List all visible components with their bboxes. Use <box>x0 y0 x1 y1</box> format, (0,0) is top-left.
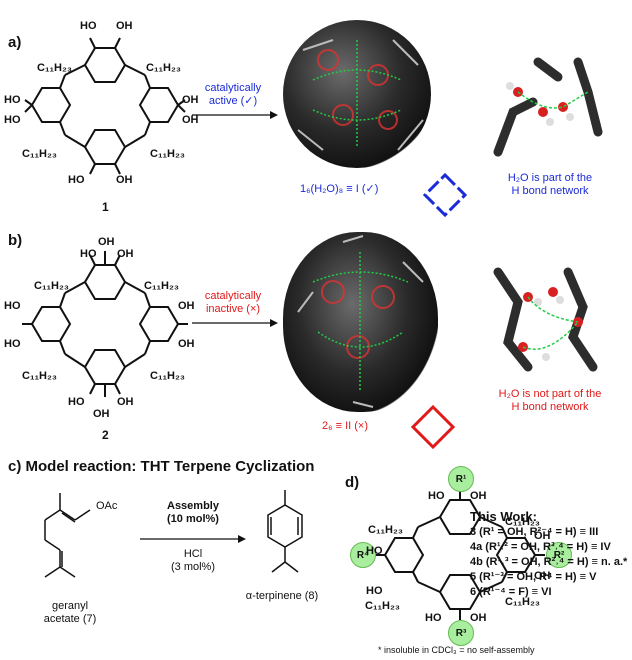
caption-a-line1: H₂O is part of the <box>507 172 593 184</box>
label-oh: HO <box>80 248 97 260</box>
arrow-label-inactive-line1: catalytically <box>204 290 262 302</box>
label-oh: HO <box>366 545 383 557</box>
caption-a-line2: H bond network <box>511 185 589 197</box>
arrow-label-active: catalytically active (✓) <box>190 82 276 108</box>
label-oh: HO <box>4 114 21 126</box>
label-c11: C₁₁H₂₃ <box>505 596 540 608</box>
label-oh: HO <box>68 174 85 186</box>
label-oh: HO <box>68 396 85 408</box>
label-c11: C₁₁H₂₃ <box>22 370 57 382</box>
label-oh: OH <box>182 94 199 106</box>
r4-substituent: R⁴ <box>350 542 376 568</box>
label-c11: C₁₁H₂₃ <box>505 516 540 528</box>
oac-label: OAc <box>96 500 118 512</box>
substrate-label-line1: geranyl <box>51 600 89 612</box>
label-c11: C₁₁H₂₃ <box>150 148 185 160</box>
label-oh: OH <box>470 490 487 502</box>
product-label: α-terpinene (8) <box>245 590 319 602</box>
reaction-arrow-c <box>140 535 246 543</box>
label-oh: OH <box>470 612 487 624</box>
reaction-arrow-a <box>192 111 278 119</box>
panel-c-header: c) Model reaction: THT Terpene Cyclizati… <box>8 458 314 475</box>
label-oh: HO <box>4 300 21 312</box>
caption-b: H₂O is not part of the H bond network <box>475 388 625 414</box>
resorcinarene-structure-a <box>24 37 186 175</box>
alpha-terpinene-structure <box>267 490 303 573</box>
zoom-h-bond-network-a <box>488 52 606 167</box>
capsule-model-i <box>283 20 431 168</box>
label-oh: OH <box>98 236 115 248</box>
label-oh: OH <box>534 530 551 542</box>
diamond-symbol-red <box>410 404 456 450</box>
reagent-label: Assembly (10 mol%) <box>138 500 248 526</box>
panel-c-label: c) <box>8 458 22 475</box>
work-entry-6: 6 (R¹⁻⁴ = F) ≡ VI <box>470 586 552 598</box>
caption-b-line1: H₂O is not part of the <box>498 388 602 400</box>
arrow-label-inactive-line2: inactive (×) <box>205 303 261 315</box>
square-symbol-blue <box>422 172 468 218</box>
reagent-label-line1: Assembly <box>167 500 219 512</box>
r1-substituent: R¹ <box>448 466 474 492</box>
arrow-label-inactive: catalytically inactive (×) <box>190 290 276 316</box>
conditions-label-line2: (3 mol%) <box>170 561 215 573</box>
assembly-label-ii: 2₆ ≡ II (×) <box>322 420 369 432</box>
zoom-h-bond-network-b <box>488 262 606 377</box>
conditions-label: HCl (3 mol%) <box>138 548 248 574</box>
label-oh: HO <box>425 612 442 624</box>
label-c11: C₁₁H₂₃ <box>365 600 400 612</box>
conditions-label-line1: HCl <box>183 548 203 560</box>
work-entry-5: 5 (R¹⁻³ = OH, R⁴ = H) ≡ V <box>470 571 597 583</box>
caption-a: H₂O is part of the H bond network <box>480 172 620 198</box>
label-c11: C₁₁H₂₃ <box>368 524 403 536</box>
r3-substituent: R³ <box>448 620 474 646</box>
label-oh: HO <box>366 585 383 597</box>
arrow-label-active-line1: catalytically <box>204 82 262 94</box>
label-oh: OH <box>93 408 110 420</box>
caption-b-line2: H bond network <box>511 401 589 413</box>
work-entry-4b: 4b (R¹˒³ = OH, R²˒⁴ = H) ≡ n. a.* <box>470 556 628 568</box>
substrate-label: geranyl acetate (7) <box>20 600 120 626</box>
compound-number-1: 1 <box>102 200 109 214</box>
r2-substituent: R² <box>546 542 572 568</box>
label-oh: OH <box>178 338 195 350</box>
label-oh: HO <box>80 20 97 32</box>
arrow-label-active-line2: active (✓) <box>208 95 258 107</box>
this-work-title: This Work: <box>470 509 537 524</box>
work-entry-3: 3 (R¹ = OH, R²⁻⁴ = H) ≡ III <box>470 526 599 538</box>
label-c11: C₁₁H₂₃ <box>150 370 185 382</box>
label-c11: C₁₁H₂₃ <box>144 280 179 292</box>
footnote: * insoluble in CDCl₃ = no self-assembly <box>378 645 535 655</box>
label-oh: OH <box>117 396 134 408</box>
label-c11: C₁₁H₂₃ <box>22 148 57 160</box>
label-oh: OH <box>178 300 195 312</box>
panel-a-label: a) <box>8 34 22 51</box>
reaction-arrow-b <box>192 319 278 327</box>
panel-b-label: b) <box>8 232 23 249</box>
label-oh: HO <box>4 338 21 350</box>
modified-resorcinarene-structure <box>375 490 545 620</box>
substrate-label-line2: acetate (7) <box>43 613 97 625</box>
panel-d-label: d) <box>345 474 360 491</box>
work-entry-4a: 4a (R¹˒² = OH, R³˒⁴ = H) ≡ IV <box>470 541 611 553</box>
label-oh: OH <box>116 174 133 186</box>
label-c11: C₁₁H₂₃ <box>34 280 69 292</box>
label-c11: C₁₁H₂₃ <box>146 62 181 74</box>
capsule-model-ii <box>283 232 438 412</box>
reagent-label-line2: (10 mol%) <box>167 513 219 525</box>
assembly-label-i: 1₆(H₂O)₈ ≡ I (✓) <box>300 183 379 195</box>
label-oh: HO <box>4 94 21 106</box>
label-c11: C₁₁H₂₃ <box>37 62 72 74</box>
panel-c-title: Model reaction: THT Terpene Cyclization <box>25 458 315 475</box>
geranyl-acetate-structure <box>44 493 91 578</box>
compound-number-2: 2 <box>102 428 109 442</box>
label-oh: OH <box>116 20 133 32</box>
label-oh: OH <box>182 114 199 126</box>
pyrogallolarene-structure-b <box>22 251 188 397</box>
this-work-list: This Work: 3 (R¹ = OH, R²⁻⁴ = H) ≡ III 4… <box>470 508 627 600</box>
label-oh: OH <box>534 570 551 582</box>
label-oh: OH <box>117 248 134 260</box>
label-oh: HO <box>428 490 445 502</box>
